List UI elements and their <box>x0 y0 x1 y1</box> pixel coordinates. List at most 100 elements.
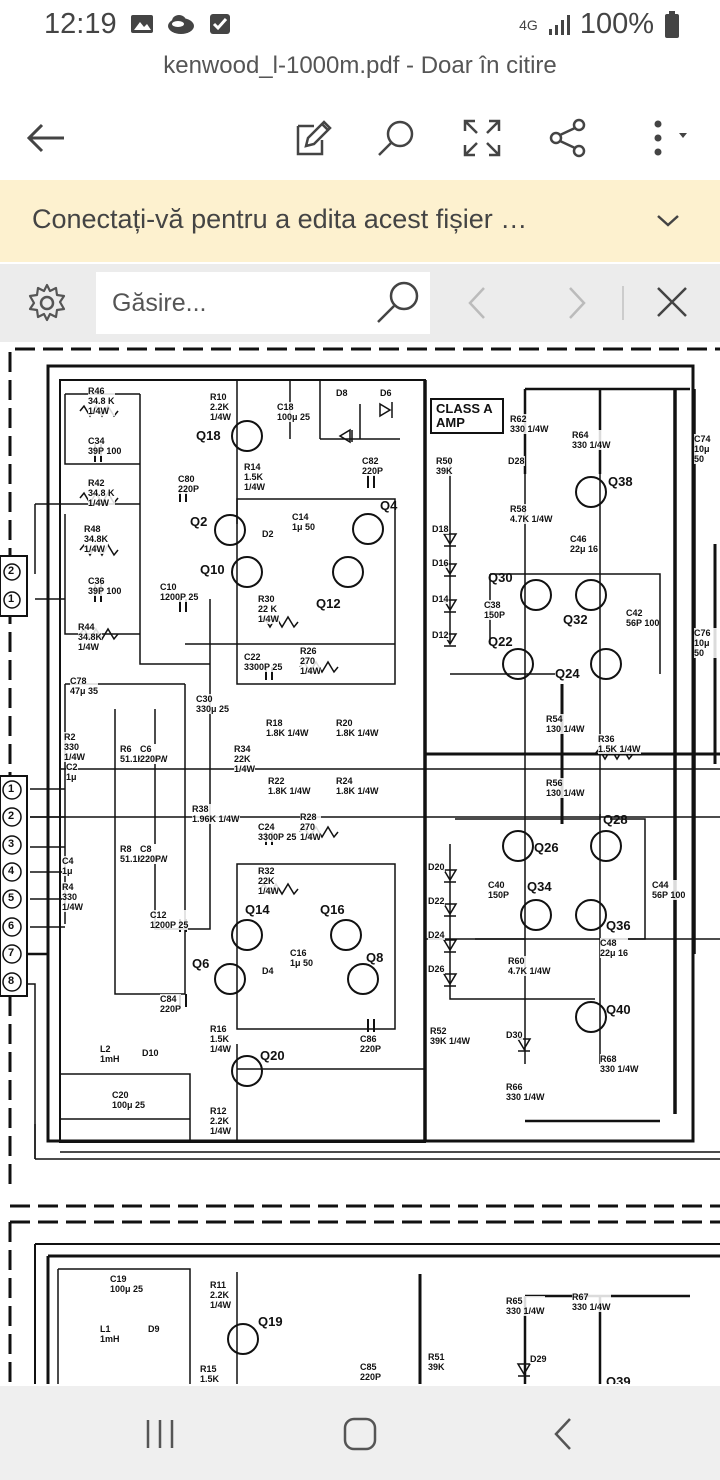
component-label: D14 <box>432 594 449 604</box>
component-label: R56 <box>546 778 563 788</box>
transistor-label: Q8 <box>366 950 384 965</box>
component-label: D29 <box>530 1354 547 1364</box>
component-value: 10μ 50 <box>694 638 710 658</box>
component-label: C34 <box>88 436 105 446</box>
component-value: 34.8K <box>84 534 109 544</box>
document-title: kenwood_l-1000m.pdf - Doar în citire <box>163 52 557 79</box>
component-label: R15 <box>200 1364 217 1374</box>
battery-percent: 100% <box>579 8 654 40</box>
component-label: R68 <box>600 1054 617 1064</box>
sign-in-banner[interactable]: Conectați-vă pentru a edita acest fișier… <box>0 180 720 262</box>
component-value: 220P <box>360 1044 382 1054</box>
component-label: C82 <box>362 456 379 466</box>
search-icon[interactable] <box>372 278 422 328</box>
component-label: D18 <box>432 524 449 534</box>
component-label: D12 <box>432 630 449 640</box>
find-settings-button[interactable] <box>26 282 68 329</box>
close-icon[interactable] <box>654 284 690 320</box>
component-label: R38 <box>192 804 209 814</box>
component-value: 220P <box>178 484 200 494</box>
component-label: C16 <box>290 948 307 958</box>
fullscreen-button[interactable] <box>454 110 510 166</box>
signal-icon <box>548 14 570 35</box>
edit-button[interactable] <box>284 110 340 166</box>
schematic-diagram <box>0 347 720 1384</box>
component-value: 330 1/4W <box>510 424 549 434</box>
component-label: D9 <box>148 1324 160 1334</box>
back-arrow-icon <box>26 123 64 153</box>
share-button[interactable] <box>540 110 596 166</box>
chevron-down-icon[interactable] <box>654 206 682 234</box>
component-label: C44 <box>652 880 669 890</box>
component-label: R10 <box>210 392 227 402</box>
component-label: R4 <box>62 882 74 892</box>
transistor-label: Q2 <box>190 514 208 529</box>
connector-5: 5 <box>8 892 15 904</box>
back-icon[interactable] <box>550 1416 576 1452</box>
transistor-label: Q26 <box>534 840 559 855</box>
component-value: 22 K <box>258 604 278 614</box>
component-extra: 1/4W <box>62 902 84 912</box>
component-value: 10μ 50 <box>694 444 710 464</box>
component-label: R14 <box>244 462 261 472</box>
connector-4: 4 <box>8 865 15 877</box>
find-input[interactable] <box>96 272 430 334</box>
search-button[interactable] <box>368 110 424 166</box>
component-value: 330 <box>62 892 78 902</box>
component-value: 1.8K 1/4W <box>268 786 311 796</box>
component-extra: 1/4W <box>88 498 110 508</box>
back-button[interactable] <box>18 110 74 166</box>
component-value: 47μ 35 <box>70 686 99 696</box>
component-extra: 1/4W <box>244 482 266 492</box>
component-label: R2 <box>64 732 76 742</box>
fullscreen-icon <box>463 119 501 157</box>
component-value: 100μ 25 <box>277 412 311 422</box>
next-result-icon[interactable] <box>562 286 592 320</box>
component-value: 1.5K <box>200 1374 220 1384</box>
component-label: D2 <box>262 529 274 539</box>
previous-result-icon[interactable] <box>462 286 492 320</box>
component-value: 1.96K 1/4W <box>192 814 240 824</box>
component-value: 56P 100 <box>652 890 686 900</box>
component-value: 330μ 25 <box>196 704 230 714</box>
component-label: R18 <box>266 718 283 728</box>
home-icon[interactable] <box>342 1416 378 1452</box>
component-label: R52 <box>430 1026 447 1036</box>
recents-icon[interactable] <box>142 1418 178 1450</box>
component-value: 1.8K 1/4W <box>336 728 379 738</box>
transistor-label: Q24 <box>555 666 580 681</box>
component-label: R30 <box>258 594 275 604</box>
component-value: 100μ 25 <box>110 1284 144 1294</box>
toolbar <box>0 100 720 174</box>
component-label: R46 <box>88 386 105 396</box>
component-label: D26 <box>428 964 445 974</box>
class-a-note: CLASS A AMP <box>430 398 504 434</box>
component-value: 1200P 25 <box>150 920 189 930</box>
more-button[interactable] <box>630 110 700 166</box>
component-value: 2.2K <box>210 402 230 412</box>
component-value: 220P <box>362 466 384 476</box>
component-label: R66 <box>506 1082 523 1092</box>
component-value: 220P <box>360 1372 382 1382</box>
component-label: R62 <box>510 414 527 424</box>
